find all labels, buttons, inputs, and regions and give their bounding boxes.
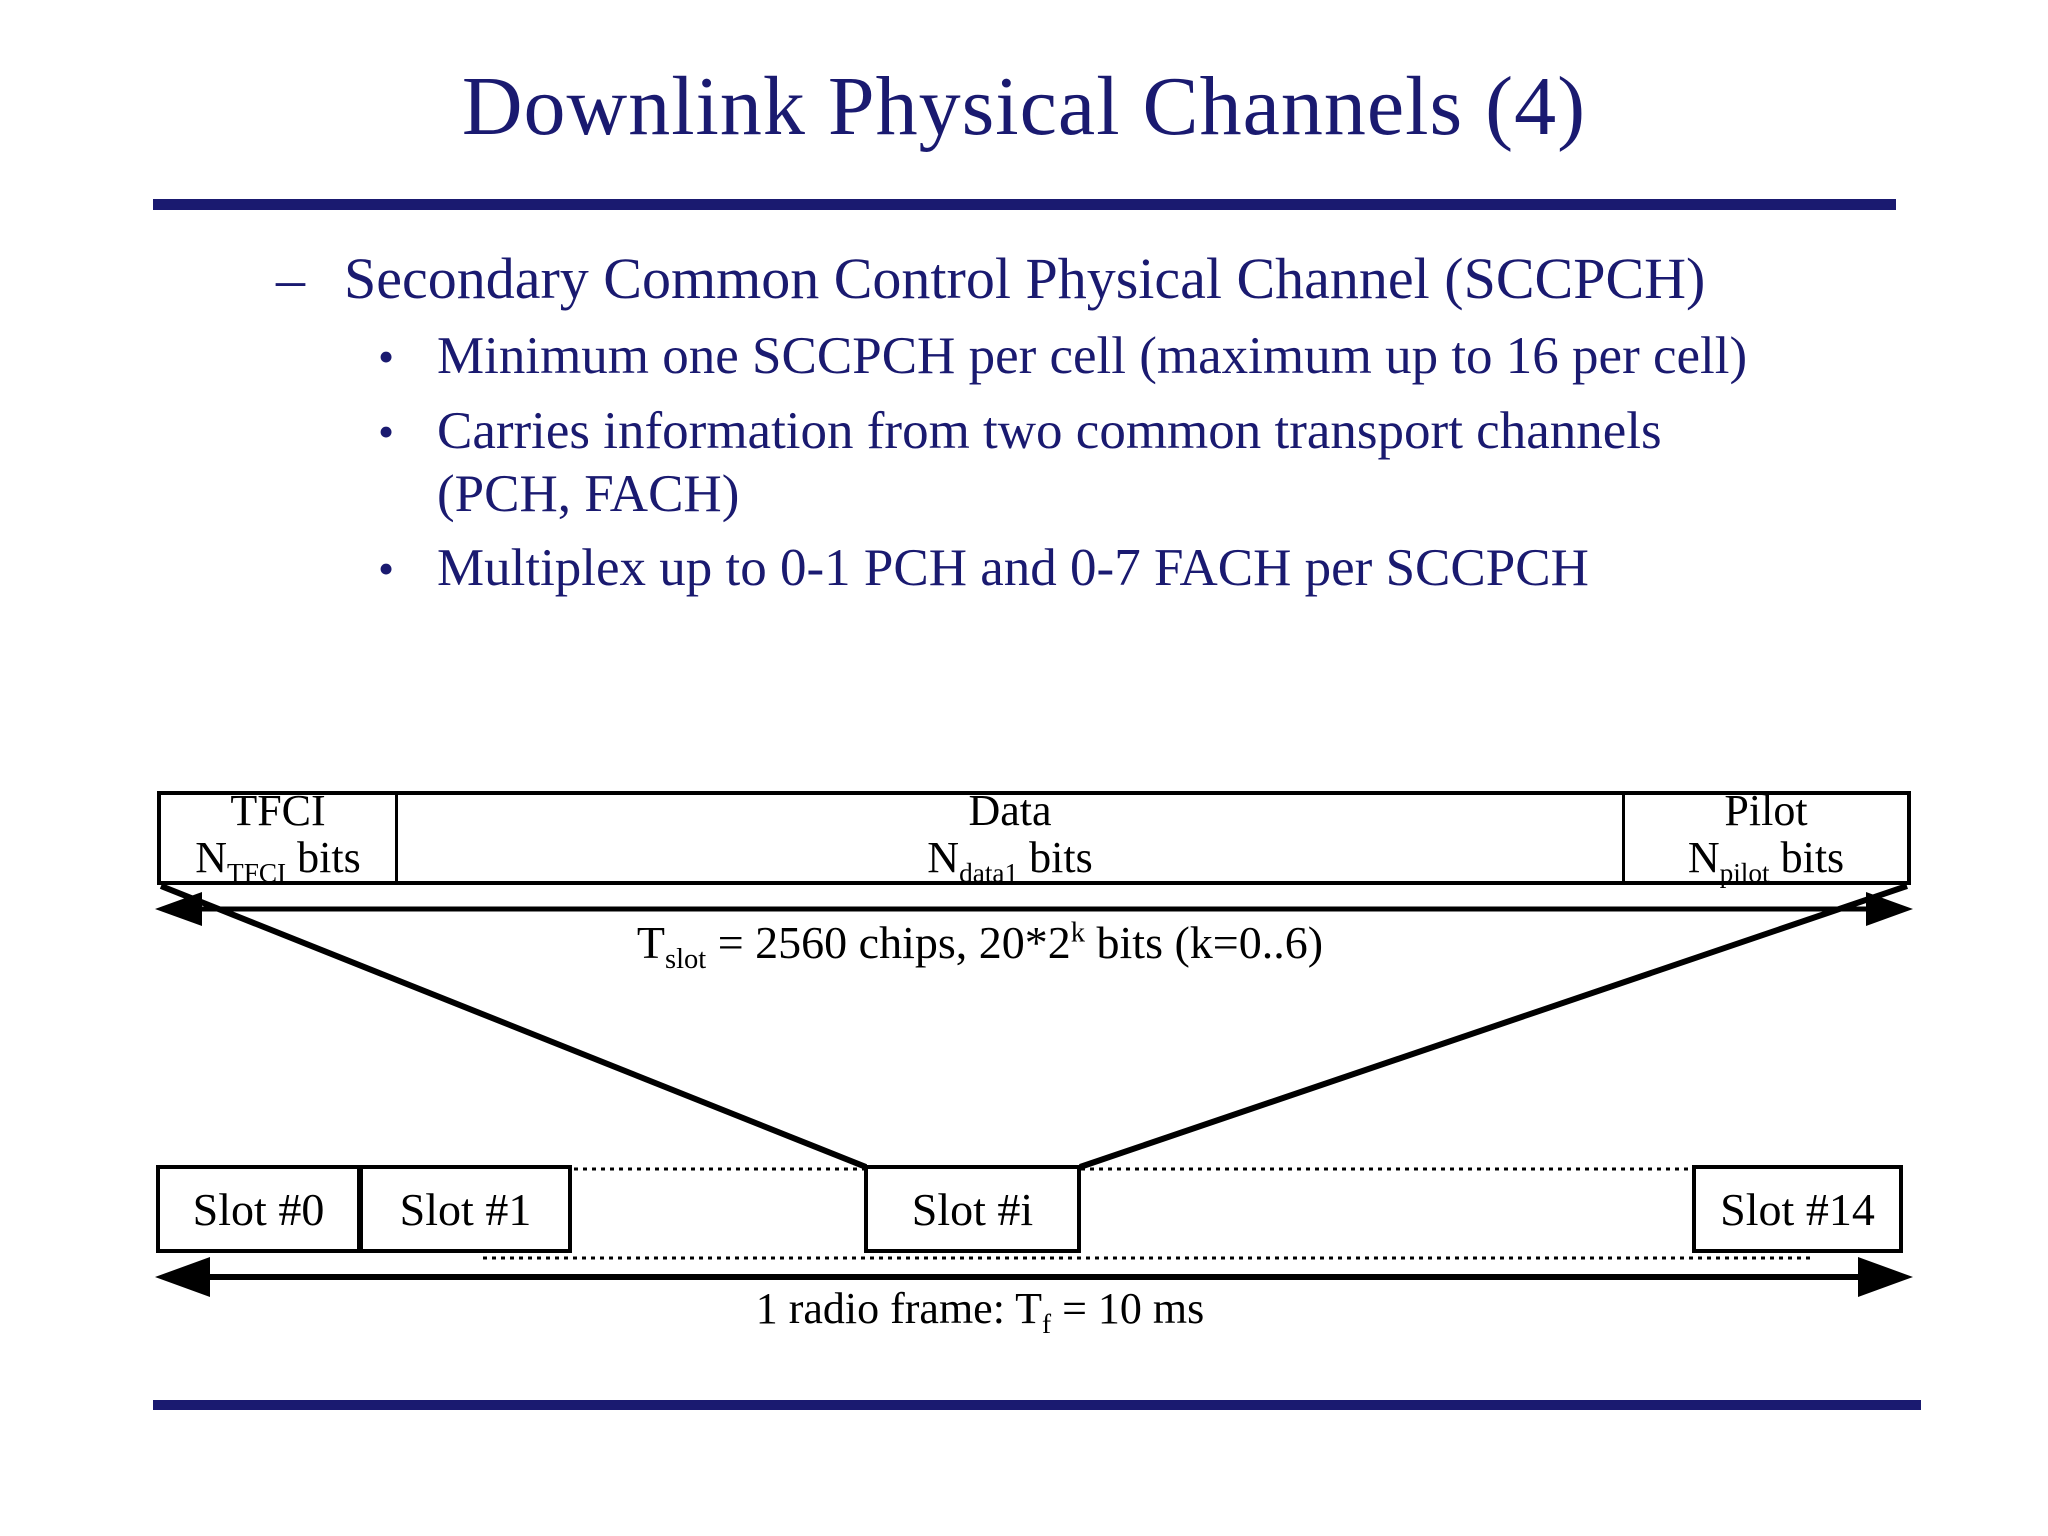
bullet-glyph: • [378,331,395,382]
content-heading: Secondary Common Control Physical Channe… [344,246,1706,311]
cell-title: TFCI [230,785,326,835]
slot-format-bar: TFCI NTFCI bits Data Ndata1 bits Pilot N… [157,788,1911,886]
bullet-item: • Carries information from two common tr… [378,400,1938,526]
arrowhead-right [1866,892,1913,926]
page-title: Downlink Physical Channels (4) [461,60,1587,153]
bullet-line: (PCH, FACH) [437,465,740,523]
content-heading-row: – Secondary Common Control Physical Chan… [276,243,1956,316]
cell-bits-label: Ndata1 bits [927,832,1093,888]
bullet-line: Minimum one SCCPCH per cell (maximum up … [437,327,1748,385]
radio-frame-label: 1 radio frame: Tf = 10 ms [755,1284,1205,1339]
arrowhead-left [155,892,202,926]
slot-label: Slot #14 [1720,1183,1875,1235]
bar-cell-data: Data Ndata1 bits [395,788,1625,886]
slot-box-14: Slot #14 [1692,1165,1903,1253]
arrowhead-left [155,1257,210,1297]
slot-box-i: Slot #i [864,1165,1081,1253]
bullet-item: • Minimum one SCCPCH per cell (maximum u… [378,325,1938,388]
cell-bits-label: NTFCI bits [195,832,361,888]
bullet-line: Multiplex up to 0-1 PCH and 0-7 FACH per… [437,539,1589,597]
bar-cell-pilot: Pilot Npilot bits [1625,788,1907,886]
title-rule [153,199,1896,210]
bullet-glyph: • [378,543,395,594]
arrowhead-right [1858,1257,1913,1297]
cell-title: Data [968,785,1052,835]
bullet-item: • Multiplex up to 0-1 PCH and 0-7 FACH p… [378,537,1938,600]
bottom-rule [153,1400,1921,1410]
cell-title: Pilot [1724,785,1808,835]
bar-cell-tfci: TFCI NTFCI bits [161,788,395,886]
slot-label: Slot #0 [192,1183,325,1235]
slot-label: Slot #1 [399,1183,532,1235]
heading-dash: – [276,246,305,311]
slot-box-1: Slot #1 [359,1165,572,1253]
slot-label: Slot #i [911,1183,1034,1235]
bullet-line: Carries information from two common tran… [437,402,1662,460]
slot-box-0: Slot #0 [156,1165,361,1253]
tslot-label: Tslot = 2560 chips, 20*2k bits (k=0..6) [636,917,1324,976]
bullet-glyph: • [378,406,395,457]
cell-bits-label: Npilot bits [1687,832,1845,888]
